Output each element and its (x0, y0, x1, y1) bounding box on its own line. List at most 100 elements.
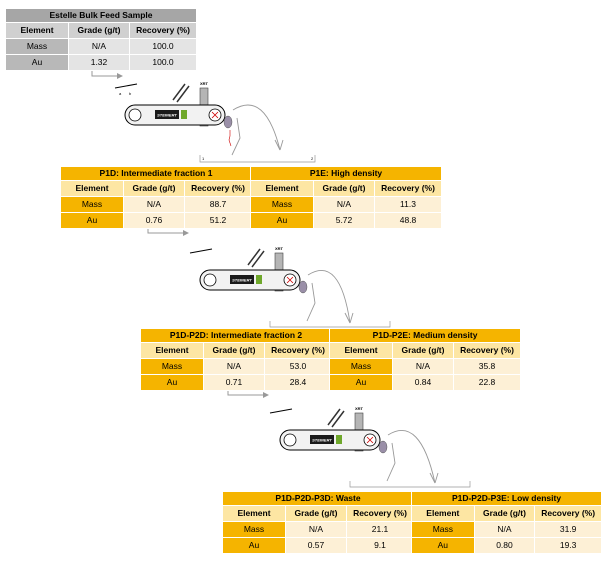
cell-recovery: 48.8 (374, 212, 442, 229)
cell-grade: 0.71 (203, 374, 265, 391)
cell-recovery: 100.0 (129, 54, 197, 71)
cell-recovery: 100.0 (129, 38, 197, 55)
cell-grade: N/A (285, 521, 347, 538)
cell-element: Mass (60, 196, 124, 213)
cell-element: Mass (140, 358, 204, 375)
cell-recovery: 51.2 (184, 212, 252, 229)
col-header-recovery: Recovery (%) (264, 342, 332, 359)
svg-text:XRT: XRT (200, 81, 209, 86)
table-row: Mass N/A 21.1 (222, 521, 414, 538)
table-row: Mass N/A 100.0 (5, 38, 197, 55)
svg-text:STEINERT: STEINERT (157, 113, 177, 118)
table-title: P1D-P2D-P3D: Waste (222, 491, 414, 506)
col-header-grade: Grade (g/t) (392, 342, 454, 359)
cell-element: Au (60, 212, 124, 229)
table-row: Mass N/A 31.9 (411, 521, 602, 538)
col-header-element: Element (5, 22, 69, 39)
col-header-recovery: Recovery (%) (534, 505, 602, 522)
cell-grade: N/A (313, 196, 375, 213)
table-p1d-p2d: P1D-P2D: Intermediate fraction 2 Element… (140, 328, 332, 391)
cell-grade: N/A (123, 196, 185, 213)
col-header-element: Element (411, 505, 475, 522)
cell-recovery: 28.4 (264, 374, 332, 391)
col-header-element: Element (329, 342, 393, 359)
table-p1d-p2d-p3e: P1D-P2D-P3E: Low density Element Grade (… (411, 491, 602, 554)
col-header-recovery: Recovery (%) (129, 22, 197, 39)
cell-element: Mass (222, 521, 286, 538)
cell-recovery: 88.7 (184, 196, 252, 213)
table-row: Au 0.71 28.4 (140, 374, 332, 391)
flow-arrow-feed (91, 68, 123, 79)
cell-grade: N/A (203, 358, 265, 375)
cell-recovery: 11.3 (374, 196, 442, 213)
table-row: Au 1.32 100.0 (5, 54, 197, 71)
col-header-grade: Grade (g/t) (68, 22, 130, 39)
table-title: P1D-P2E: Medium density (329, 328, 521, 343)
cell-recovery: 31.9 (534, 521, 602, 538)
table-p1d-p2d-p3d: P1D-P2D-P3D: Waste Element Grade (g/t) R… (222, 491, 414, 554)
col-header-recovery: Recovery (%) (346, 505, 414, 522)
svg-text:XRT: XRT (275, 246, 284, 251)
cell-element: Au (222, 537, 286, 554)
table-p1e: P1E: High density Element Grade (g/t) Re… (250, 166, 442, 229)
cell-element: Au (250, 212, 314, 229)
cell-grade: 0.57 (285, 537, 347, 554)
col-header-grade: Grade (g/t) (123, 180, 185, 197)
table-row: Au 0.80 19.3 (411, 537, 602, 554)
col-header-recovery: Recovery (%) (184, 180, 252, 197)
cell-recovery: 9.1 (346, 537, 414, 554)
col-header-element: Element (222, 505, 286, 522)
col-header-grade: Grade (g/t) (203, 342, 265, 359)
cell-grade: 0.84 (392, 374, 454, 391)
xrt-sorter-3: XRT STEINERT (269, 406, 471, 488)
col-header-recovery: Recovery (%) (453, 342, 521, 359)
cell-grade: 0.80 (473, 537, 536, 554)
cell-recovery: 53.0 (264, 358, 332, 375)
table-title: P1D-P2D-P3E: Low density (411, 491, 602, 506)
cell-element: Mass (250, 196, 314, 213)
cell-element: Au (140, 374, 204, 391)
svg-text:1: 1 (202, 156, 205, 161)
table-row: Au 5.72 48.8 (250, 212, 442, 229)
cell-element: Au (411, 537, 475, 554)
cell-recovery: 22.8 (453, 374, 521, 391)
col-header-grade: Grade (g/t) (285, 505, 347, 522)
cell-grade: N/A (473, 521, 536, 538)
table-title: P1D-P2D: Intermediate fraction 2 (140, 328, 332, 343)
table-title: P1E: High density (250, 166, 442, 181)
table-row: Au 0.57 9.1 (222, 537, 414, 554)
col-header-grade: Grade (g/t) (313, 180, 375, 197)
table-row: Au 0.76 51.2 (60, 212, 252, 229)
cell-grade: N/A (392, 358, 454, 375)
cell-element: Au (329, 374, 393, 391)
svg-text:XRT: XRT (355, 406, 364, 411)
cell-recovery: 19.3 (534, 537, 602, 554)
xrt-sorter-1: a b XRT STEINERT 1 2 (114, 81, 316, 163)
col-header-grade: Grade (g/t) (473, 505, 536, 522)
table-row: Mass N/A 88.7 (60, 196, 252, 213)
cell-grade: N/A (68, 38, 130, 55)
cell-element: Mass (329, 358, 393, 375)
svg-text:STEINERT: STEINERT (232, 278, 252, 283)
cell-grade: 0.76 (123, 212, 185, 229)
col-header-element: Element (140, 342, 204, 359)
table-row: Mass N/A 35.8 (329, 358, 521, 375)
col-header-recovery: Recovery (%) (374, 180, 442, 197)
cell-grade: 5.72 (313, 212, 375, 229)
cell-element: Mass (411, 521, 475, 538)
xrt-sorter-2: XRT STEINERT (189, 246, 391, 328)
cell-recovery: 21.1 (346, 521, 414, 538)
table-row: Mass N/A 11.3 (250, 196, 442, 213)
table-feed: Estelle Bulk Feed Sample Element Grade (… (5, 8, 197, 71)
table-p1d-p2e: P1D-P2E: Medium density Element Grade (g… (329, 328, 521, 391)
svg-text:b: b (129, 91, 132, 96)
svg-text:STEINERT: STEINERT (312, 438, 332, 443)
svg-text:2: 2 (311, 156, 314, 161)
table-row: Au 0.84 22.8 (329, 374, 521, 391)
cell-grade: 1.32 (68, 54, 130, 71)
svg-text:a: a (119, 91, 122, 96)
cell-element: Au (5, 54, 69, 71)
table-title: P1D: Intermediate fraction 1 (60, 166, 252, 181)
cell-recovery: 35.8 (453, 358, 521, 375)
